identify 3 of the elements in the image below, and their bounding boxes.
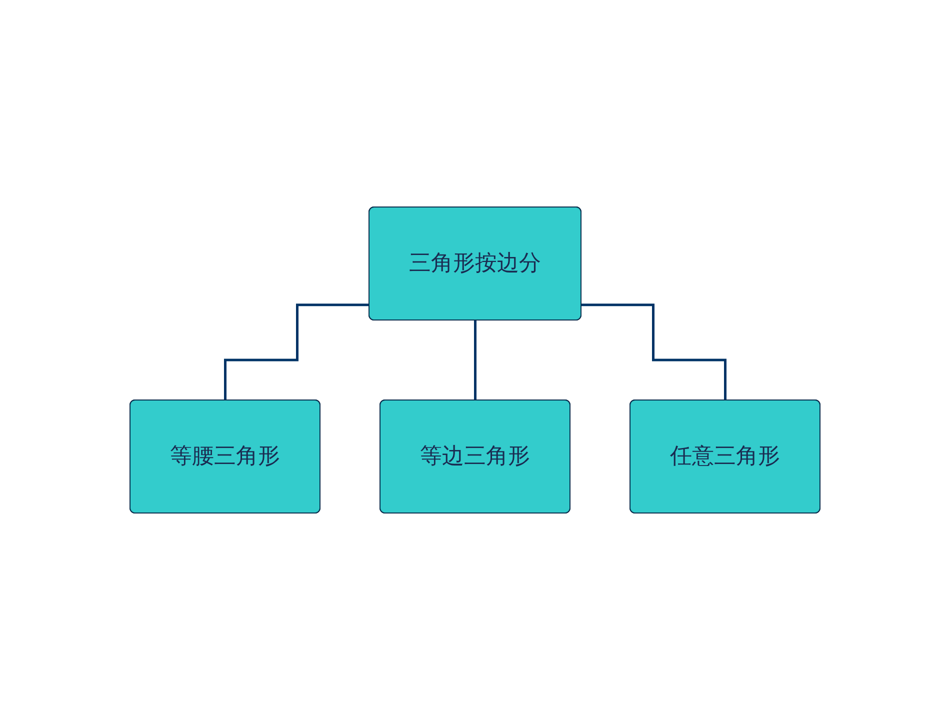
connector [582,304,727,402]
connector [224,304,370,402]
connector [474,319,477,402]
